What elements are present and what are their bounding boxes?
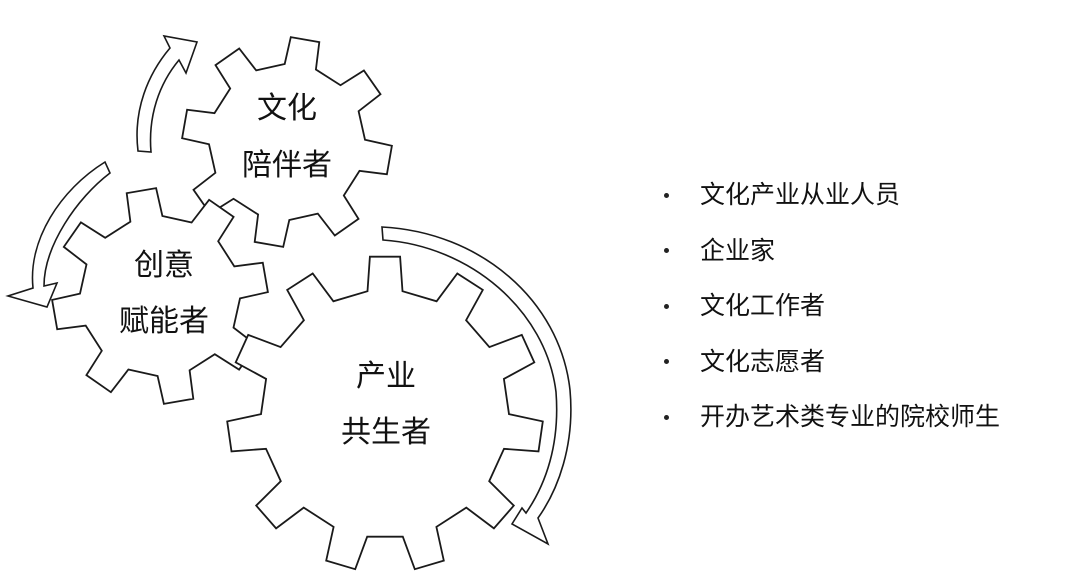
gear-creative-enabler (51, 187, 269, 405)
list-item: 开办艺术类专业的院校师生 (652, 398, 1000, 436)
bullet-icon (664, 414, 669, 420)
cycle-arrow-right (381, 226, 572, 546)
cycle-arrow-left (5, 160, 111, 308)
list-item: 文化志愿者 (652, 343, 1000, 381)
list-item-label: 文化工作者 (700, 291, 826, 320)
cycle-arrow-top (136, 34, 199, 153)
gear-industry-cocreator-label-line2: 共生者 (341, 415, 431, 450)
gear-industry-cocreator-label-line1: 产业 (356, 359, 416, 394)
gear-culture-companion-label-line2: 陪伴者 (242, 148, 332, 183)
list-item-label: 文化产业从业人员 (700, 180, 901, 209)
list-item: 文化工作者 (652, 287, 1000, 325)
gear-creative-enabler-label-line1: 创意 (134, 248, 194, 283)
bullet-icon (664, 359, 669, 364)
gear-culture-companion-label-line1: 文化 (257, 91, 317, 126)
gear-creative-enabler-label-line2: 赋能者 (119, 304, 209, 339)
participant-list: 文化产业从业人员 企业家 文化工作者 文化志愿者 开办艺术类专业的院校师生 (652, 176, 1000, 454)
list-item: 企业家 (652, 232, 1000, 270)
gear-industry-cocreator (226, 255, 544, 571)
list-item: 文化产业从业人员 (652, 176, 1000, 214)
list-item-label: 文化志愿者 (700, 346, 826, 376)
bullet-icon (664, 248, 669, 253)
list-item-label: 企业家 (700, 235, 776, 265)
gear-culture-companion (181, 36, 393, 248)
bullet-icon (664, 303, 669, 309)
bullet-icon (664, 192, 669, 198)
list-item-label: 开办艺术类专业的院校师生 (700, 402, 1001, 431)
